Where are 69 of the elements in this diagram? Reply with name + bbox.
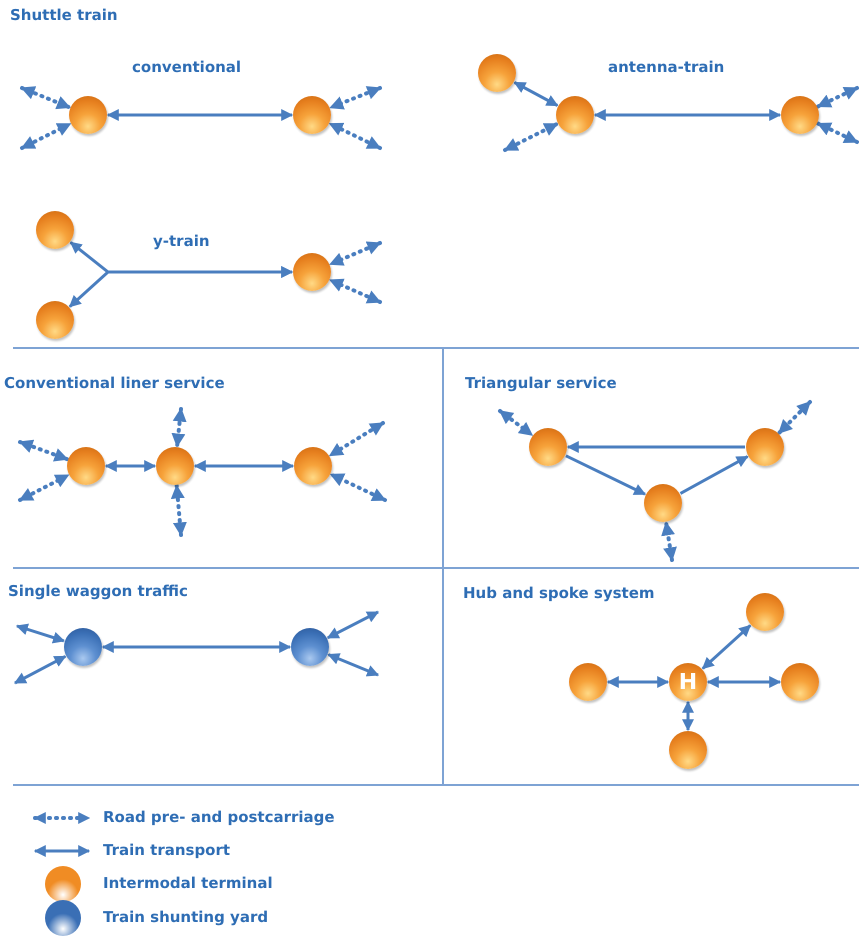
dotted-arrow — [328, 278, 382, 304]
terminal-circle — [644, 484, 682, 522]
dotted-arrow — [777, 400, 812, 435]
legend-text: Train shunting yard — [103, 908, 268, 926]
terminal-circle — [69, 96, 107, 134]
terminal-circle — [36, 211, 74, 249]
dotted-arrow — [328, 241, 382, 266]
terminal-circle — [781, 663, 819, 701]
terminal-circle — [556, 96, 594, 134]
terminal-circle — [36, 301, 74, 339]
legend-text: Train transport — [103, 841, 230, 859]
dotted-arrow — [18, 473, 70, 502]
arrow — [104, 460, 156, 472]
arrow — [326, 610, 380, 640]
arrow — [68, 266, 294, 308]
dotted-arrow — [20, 122, 72, 150]
dotted-arrow — [816, 86, 859, 108]
dotted-arrow — [816, 122, 859, 144]
section-heading: y-train — [153, 232, 210, 250]
arrow — [594, 109, 782, 121]
dotted-arrow — [171, 407, 187, 448]
arrow — [682, 700, 694, 732]
terminal-circle — [293, 253, 331, 291]
arrow — [514, 81, 558, 107]
dotted-arrow — [329, 472, 387, 502]
arrow — [194, 460, 294, 472]
section-heading: Triangular service — [465, 374, 617, 392]
dotted-arrow — [498, 409, 534, 437]
legend-text: Road pre- and postcarriage — [103, 808, 335, 826]
arrow — [606, 676, 670, 688]
arrow — [14, 655, 66, 684]
legend-text: Intermodal terminal — [103, 874, 273, 892]
arrow — [327, 653, 380, 676]
dotted-arrow — [18, 440, 70, 462]
dotted-arrow — [661, 520, 677, 562]
dotted-arrow — [328, 86, 382, 110]
terminal-circle — [569, 663, 607, 701]
arrow — [106, 109, 294, 121]
terminal-circle — [478, 54, 516, 92]
terminal-circle — [781, 96, 819, 134]
shunting-yard-circle — [291, 628, 329, 666]
section-heading: conventional — [132, 58, 242, 76]
arrow — [565, 454, 646, 496]
dotted-arrow — [170, 484, 187, 537]
arrow — [706, 676, 782, 688]
dotted-arrow — [328, 122, 382, 150]
terminal-circle — [746, 428, 784, 466]
section-heading: Hub and spoke system — [463, 584, 654, 602]
terminal-circle — [529, 428, 567, 466]
dotted-arrow — [20, 86, 72, 110]
section-heading: antenna-train — [608, 58, 724, 76]
section-heading: Conventional liner service — [4, 374, 225, 392]
terminal-circle — [669, 731, 707, 769]
terminal-circle — [294, 447, 332, 485]
arrow — [702, 624, 752, 670]
dotted-arrow — [328, 421, 385, 458]
arrow — [680, 455, 749, 495]
section-heading: Shuttle train — [10, 6, 118, 24]
section-heading: Single waggon traffic — [8, 582, 188, 600]
terminal-circle — [746, 593, 784, 631]
hub-circle: H — [669, 663, 707, 701]
terminal-circle — [156, 447, 194, 485]
arrow — [16, 624, 66, 644]
terminal-circle — [293, 96, 331, 134]
terminal-circle — [67, 447, 105, 485]
shunting-yard-circle — [64, 628, 102, 666]
arrow — [102, 641, 292, 653]
dotted-arrow — [503, 122, 560, 152]
arrow — [566, 441, 745, 453]
